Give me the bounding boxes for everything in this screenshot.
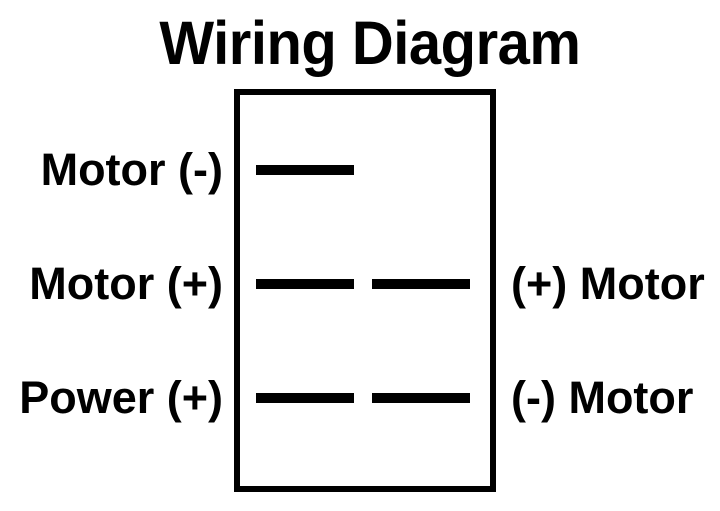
terminal-bar-left-row-2 <box>256 279 354 289</box>
pin-label-right-row-2: (+) Motor <box>511 258 705 309</box>
terminal-bar-left-row-3 <box>256 393 354 403</box>
pin-label-right-row-3: (-) Motor <box>511 372 694 423</box>
terminal-bar-left-row-1 <box>256 165 354 175</box>
page-title: Wiring Diagram <box>159 9 581 77</box>
switch-body-outline <box>234 89 496 492</box>
pin-label-left-row-2: Motor (+) <box>29 258 223 309</box>
terminal-bar-right-row-3 <box>372 393 470 403</box>
terminal-bar-right-row-2 <box>372 279 470 289</box>
pin-label-left-row-3: Power (+) <box>19 372 223 423</box>
pin-label-left-row-1: Motor (-) <box>40 144 223 195</box>
